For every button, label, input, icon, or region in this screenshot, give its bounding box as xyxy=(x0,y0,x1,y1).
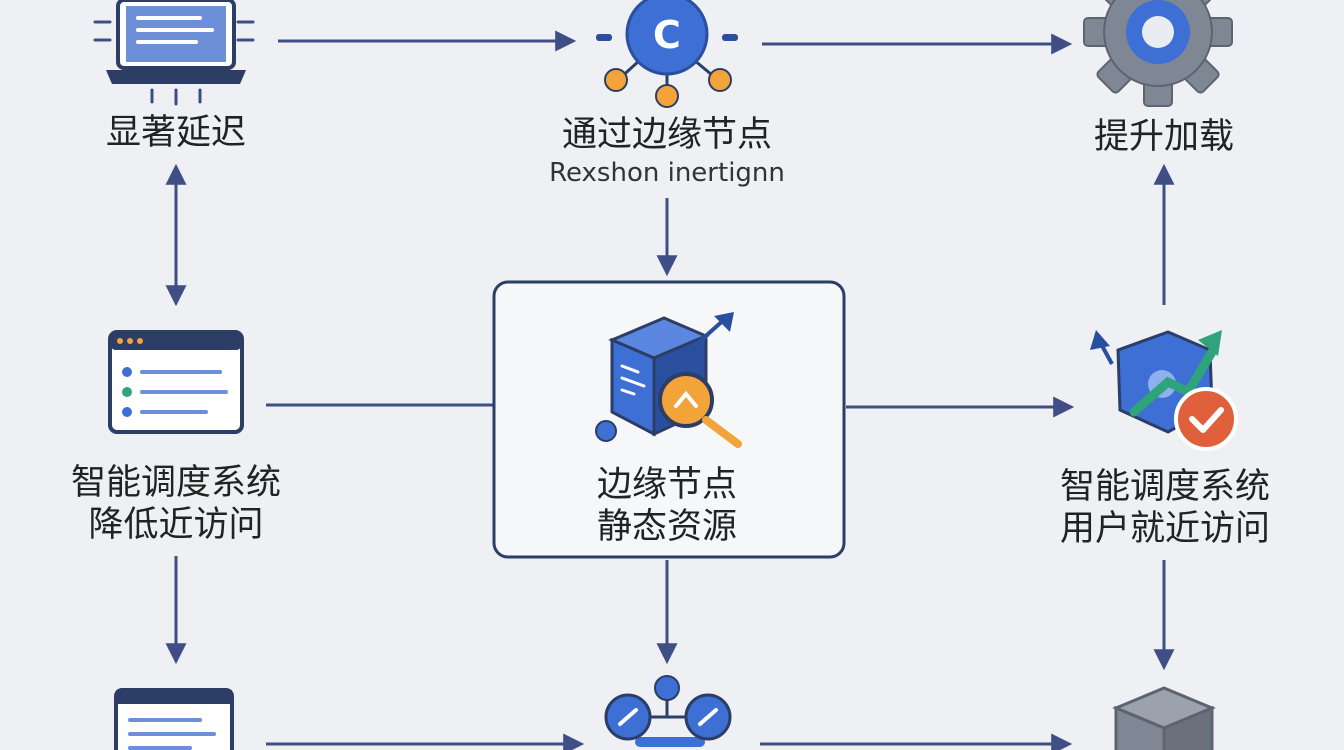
cube-icon xyxy=(1112,686,1216,750)
label-top-left: 显著延迟 xyxy=(66,112,286,154)
label-line: 智能调度系统 xyxy=(70,463,281,503)
label-line: 静态资源 xyxy=(596,507,737,547)
cube-growth-check-icon xyxy=(1090,330,1238,451)
gear-icon xyxy=(1083,0,1233,107)
browser-icon xyxy=(114,688,234,750)
label-line: Rexshon inertignn xyxy=(549,158,785,188)
label-line: 降低近访问 xyxy=(88,505,264,545)
label-line: 智能调度系统 xyxy=(1059,467,1270,507)
cube-search-icon xyxy=(595,312,742,448)
label-line: 边缘节点 xyxy=(596,465,737,505)
label-mid-left: 智能调度系统 降低近访问 xyxy=(46,462,306,546)
label-line: 显著延迟 xyxy=(105,113,246,153)
label-mid-right: 智能调度系统 用户就近访问 xyxy=(1030,466,1300,550)
label-line: 提升加载 xyxy=(1093,117,1234,157)
label-line: 用户就近访问 xyxy=(1059,509,1270,549)
label-top-center: 通过边缘节点 xyxy=(527,114,807,156)
label-top-center-subtitle: Rexshon inertignn xyxy=(507,158,827,189)
label-top-right: 提升加载 xyxy=(1054,116,1274,158)
connected-nodes-icon xyxy=(604,675,732,747)
laptop-icon xyxy=(93,0,255,106)
label-line: 通过边缘节点 xyxy=(561,115,772,155)
node-hub-icon: C xyxy=(596,0,738,108)
browser-list-icon xyxy=(108,330,244,434)
svg-text:C: C xyxy=(653,13,681,57)
label-center: 边缘节点 静态资源 xyxy=(539,464,795,548)
connectors xyxy=(165,30,1175,750)
